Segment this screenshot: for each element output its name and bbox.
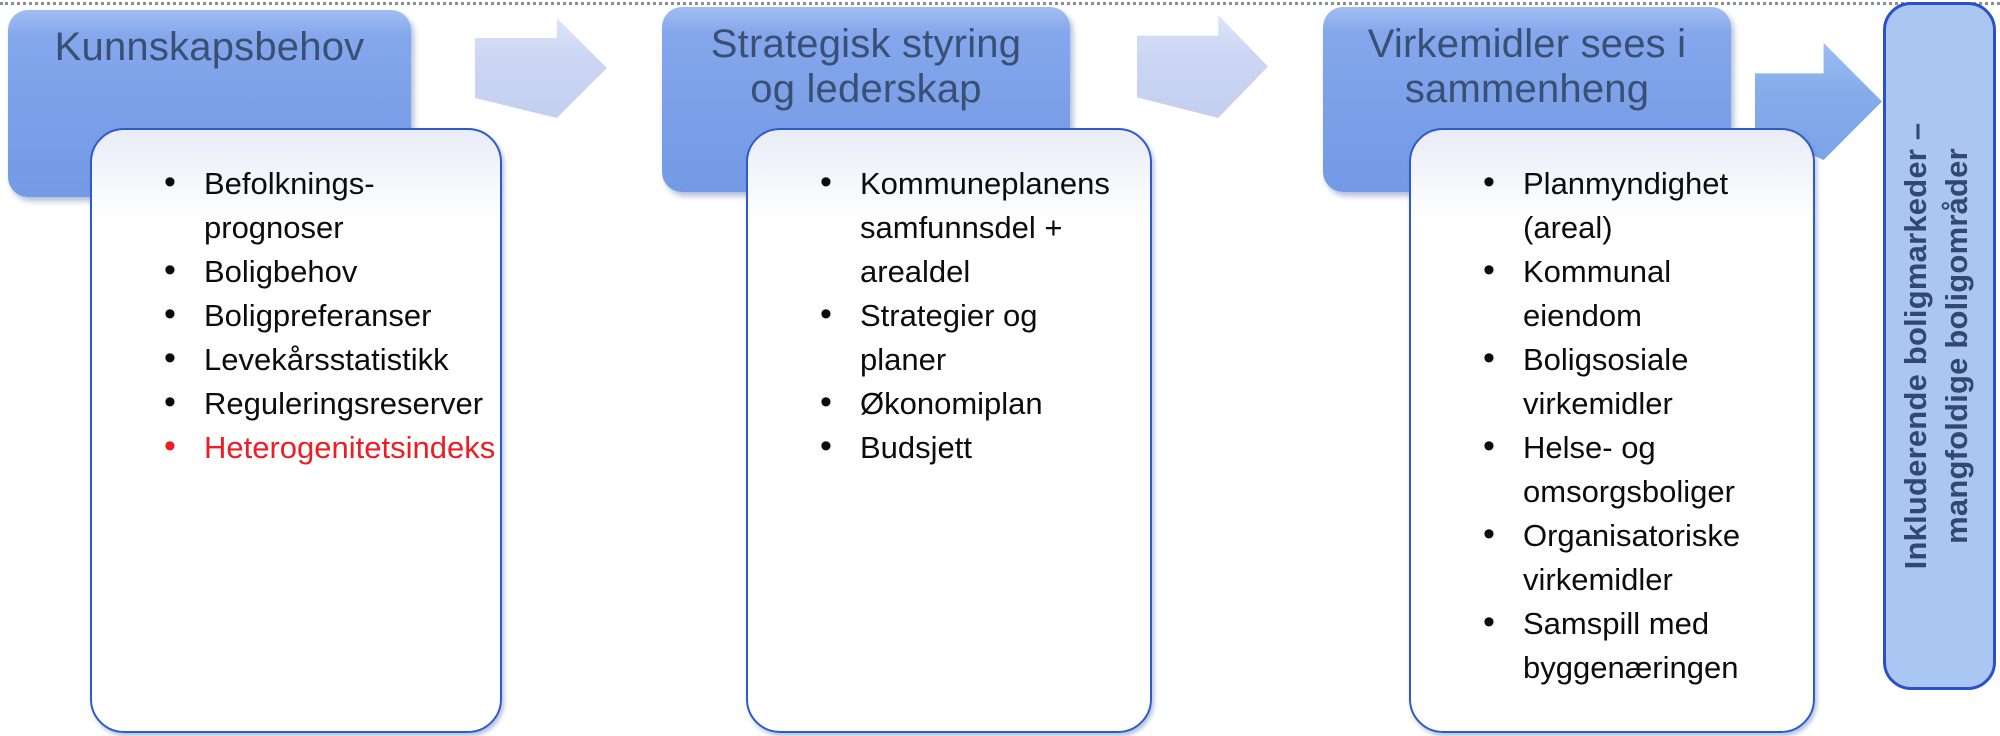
bullet-item: Kommunal eiendom [1483, 248, 1795, 338]
right-arrow-icon [475, 18, 607, 118]
bullet-list: Befolknings- prognoser Boligbehov Boligp… [92, 130, 500, 470]
bullet-item: Boligbehov [164, 248, 482, 294]
bullet-item: Boligpreferanser [164, 292, 482, 338]
outcome-box: Inkluderende boligmarkeder – mangfoldige… [1883, 2, 1996, 690]
bullet-list: Planmyndighet (areal) Kommunal eiendom B… [1411, 130, 1813, 690]
bullet-item: Befolknings- prognoser [164, 160, 482, 250]
outcome-label: Inkluderende boligmarkeder – mangfoldige… [1897, 122, 1974, 570]
bullet-item: Planmyndighet (areal) [1483, 160, 1795, 250]
bullet-item-highlighted: Heterogenitetsindeks [164, 424, 495, 470]
bullet-item: Reguleringsreserver [164, 380, 483, 426]
slide-placeholder-dotted-border [0, 2, 2000, 5]
stage-details-virkemidler: Planmyndighet (areal) Kommunal eiendom B… [1409, 128, 1815, 733]
bullet-item: Organisatoriske virkemidler [1483, 512, 1795, 602]
stage-header-label: Virkemidler sees i sammenheng [1367, 22, 1687, 111]
bullet-list: Kommuneplanens samfunnsdel + arealdel St… [748, 130, 1150, 470]
bullet-item: Økonomiplan [820, 380, 1132, 426]
bullet-item: Strategier og planer [820, 292, 1132, 382]
stage-header-label: Strategisk styring og lederskap [710, 22, 1022, 111]
bullet-item: Boligsosiale virkemidler [1483, 336, 1795, 426]
stage-header-label: Kunnskapsbehov [54, 25, 365, 69]
right-arrow-icon [1137, 15, 1268, 118]
stage-details-strategisk-styring: Kommuneplanens samfunnsdel + arealdel St… [746, 128, 1152, 733]
stage-details-kunnskapsbehov: Befolknings- prognoser Boligbehov Boligp… [90, 128, 502, 733]
bullet-item: Budsjett [820, 424, 1132, 470]
bullet-item: Samspill med byggenæringen [1483, 600, 1795, 690]
bullet-item: Levekårsstatistikk [164, 336, 482, 382]
bullet-item: Kommuneplanens samfunnsdel + arealdel [820, 160, 1132, 294]
bullet-item: Helse- og omsorgsboliger [1483, 424, 1795, 514]
